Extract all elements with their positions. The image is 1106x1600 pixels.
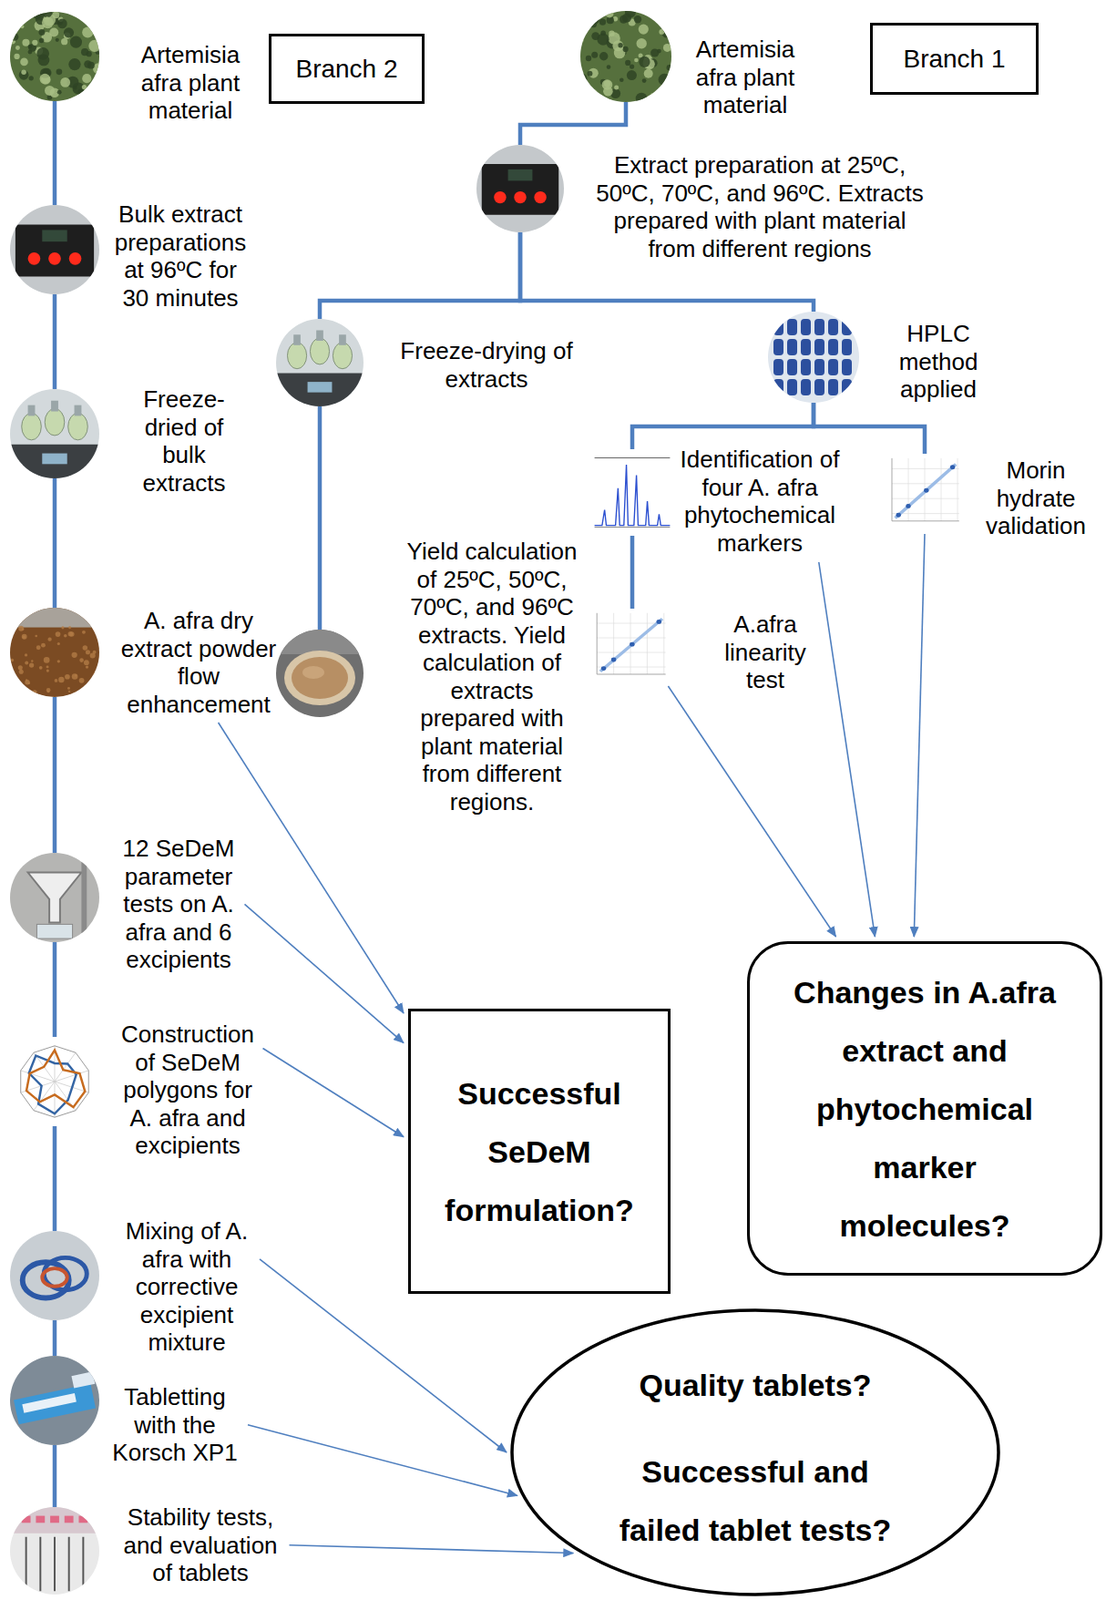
process-step: Freeze-drying of extracts xyxy=(276,318,578,407)
ellipse-outline xyxy=(510,1308,1001,1597)
step-text: Construction of SeDeM polygons for A. af… xyxy=(117,1020,259,1160)
tree-connector xyxy=(52,101,58,205)
outcome-text: Quality tablets? xyxy=(607,1364,904,1405)
box-title: Branch 1 xyxy=(881,43,1028,75)
step-text: Identification of four A. afra phytochem… xyxy=(675,445,845,557)
step-text: Freeze-drying of extracts xyxy=(395,337,578,393)
step-text: Extract preparation at 25ºC, 50ºC, 70ºC,… xyxy=(591,151,929,263)
tree-connector xyxy=(52,294,58,390)
tree-connector xyxy=(630,535,635,609)
photo-icon xyxy=(476,144,564,233)
step-text: A.afra linearity test xyxy=(715,610,816,695)
process-step: Tabletting with the Korsch XP1 xyxy=(10,1355,244,1467)
process-step: Artemisia afra plant material xyxy=(580,10,803,120)
photo-icon xyxy=(10,204,100,295)
arrow-connector xyxy=(247,1424,518,1496)
tree-connector xyxy=(52,478,58,608)
process-step: Stability tests, and evaluation of table… xyxy=(10,1503,286,1595)
arrow-connector xyxy=(667,686,836,937)
photo-icon xyxy=(10,1506,100,1595)
process-step: A. afra dry extract powder flow enhancem… xyxy=(10,606,281,718)
arrow-connector xyxy=(245,903,405,1043)
process-step: Artemisia afra plant material xyxy=(10,11,248,125)
step-text: Artemisia afra plant material xyxy=(133,40,248,125)
step-text: 12 SeDeM parameter tests on A. afra and … xyxy=(117,834,241,974)
ellipse-shape xyxy=(512,1310,999,1595)
tree-connector xyxy=(52,696,58,853)
step-text: A. afra dry extract powder flow enhancem… xyxy=(116,606,281,718)
arrow-connector xyxy=(218,722,404,1014)
outcome-ellipse: Quality tablets? Successful and failed ta… xyxy=(510,1308,1001,1597)
step-text: Yield calculation of 25ºC, 50ºC, 70ºC, a… xyxy=(403,537,582,816)
tree-line xyxy=(317,406,323,630)
step-text: Artemisia afra plant material xyxy=(688,35,803,120)
chart-icon xyxy=(588,608,673,682)
process-step: Yield calculation of 25ºC, 50ºC, 70ºC, a… xyxy=(403,537,817,816)
process-step: Construction of SeDeM polygons for A. af… xyxy=(10,1020,259,1160)
step-text: Morin hydrate validation xyxy=(979,456,1094,541)
process-step: Bulk extract preparations at 96ºC for 30… xyxy=(10,200,249,312)
process-step: Mixing of A. afra with corrective excipi… xyxy=(10,1217,256,1357)
photo-icon xyxy=(10,852,100,943)
tree-connector xyxy=(520,102,626,145)
process-step: Freeze-dried of bulk extracts xyxy=(10,385,230,497)
tree-connector xyxy=(319,232,521,319)
photo-icon xyxy=(10,1355,100,1445)
dish-photo xyxy=(273,626,367,720)
tree-connector xyxy=(52,1320,58,1356)
box-title: Branch 2 xyxy=(278,53,416,85)
arrow-connector xyxy=(263,1048,405,1137)
step-text: Stability tests, and evaluation of table… xyxy=(116,1503,286,1588)
photo-icon xyxy=(10,607,100,697)
step-text: HPLC method applied xyxy=(892,319,984,404)
process-step: 12 SeDeM parameter tests on A. afra and … xyxy=(10,834,241,974)
outcome-text: Successful and failed tablet tests? xyxy=(607,1442,904,1559)
step-text: Mixing of A. afra with corrective excipi… xyxy=(118,1217,256,1357)
photo-icon xyxy=(10,1036,100,1127)
tree-connector xyxy=(632,402,814,450)
arrow-connector xyxy=(913,533,925,937)
chart-icon xyxy=(590,449,675,536)
photo-icon xyxy=(768,311,860,403)
process-step: Identification of four A. afra phytochem… xyxy=(590,445,845,557)
step-text: Freeze-dried of bulk extracts xyxy=(138,385,230,497)
process-step: Extract preparation at 25ºC, 50ºC, 70ºC,… xyxy=(476,144,929,263)
outcome-box: Changes in A.afra extract and phytochemi… xyxy=(747,941,1103,1276)
process-step: HPLC method applied xyxy=(768,311,984,404)
chart-icon xyxy=(883,453,966,529)
photo-icon xyxy=(10,11,100,102)
step-text: Bulk extract preparations at 96ºC for 30… xyxy=(112,200,249,312)
branch-box: Branch 2 xyxy=(268,33,425,104)
tree-connector xyxy=(52,1126,58,1231)
photo-icon xyxy=(276,318,364,407)
branch-box: Branch 1 xyxy=(870,22,1039,95)
photo-icon xyxy=(10,389,100,479)
step-text: Tabletting with the Korsch XP1 xyxy=(106,1382,244,1467)
process-step: Morin hydrate validation xyxy=(883,453,1094,541)
arrow-connector xyxy=(289,1545,574,1554)
arrow-connector xyxy=(819,562,876,937)
box-title: Changes in A.afra extract and phytochemi… xyxy=(788,962,1062,1255)
photo-icon xyxy=(580,10,672,103)
photo-icon xyxy=(10,1230,100,1321)
tree-connector xyxy=(52,1444,58,1507)
outcome-box: Successful SeDeM formulation? xyxy=(408,1008,671,1294)
tree-connector xyxy=(52,942,58,1037)
box-title: Successful SeDeM formulation? xyxy=(430,1064,649,1240)
